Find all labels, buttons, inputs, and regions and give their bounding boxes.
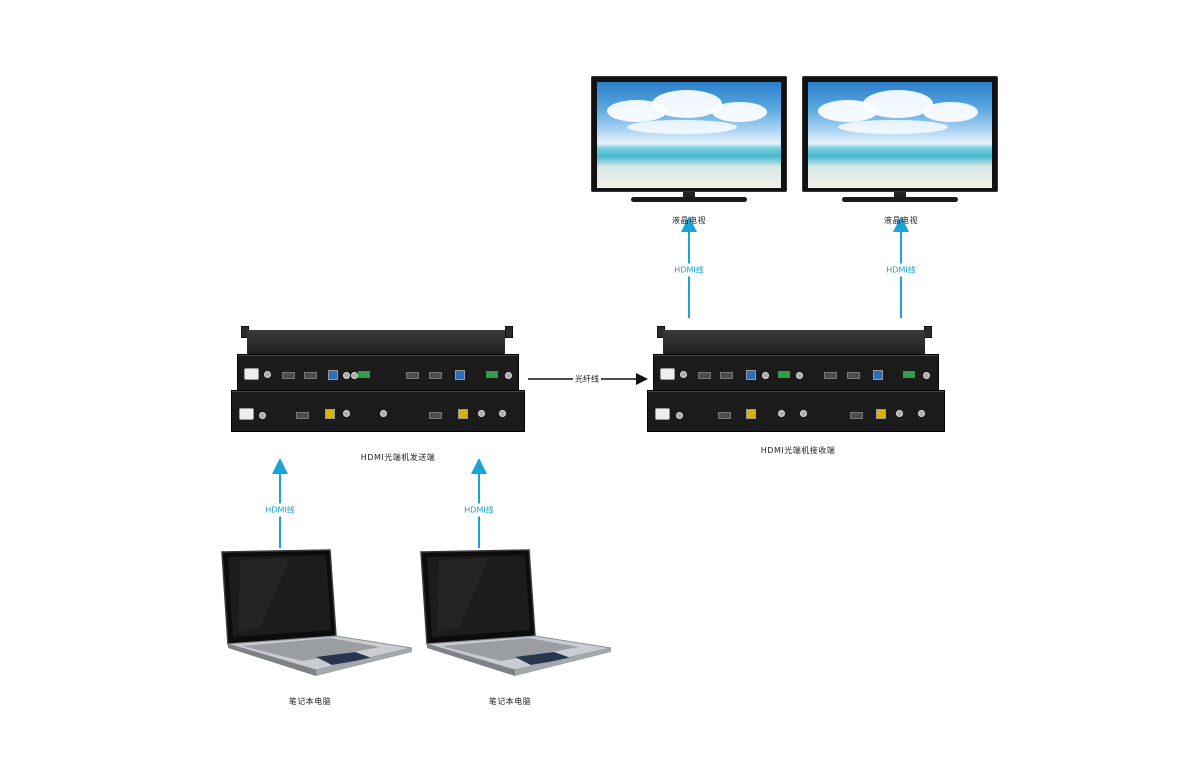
receiver-label: HDMI光端机接收端: [760, 446, 836, 455]
laptop-icon-left: [221, 549, 413, 676]
hdmi-cable-label-laptop-right: HDMI线: [464, 503, 494, 517]
tv-icon-left: [591, 76, 787, 206]
hdmi-cable-label-tv-right: HDMI线: [886, 263, 916, 277]
hdmi-cable-label-tv-left: HDMI线: [674, 263, 704, 277]
laptop-icon-right: [420, 549, 612, 676]
tv-right-label: 液晶电视: [884, 216, 918, 225]
laptop-left-label: 笔记本电脑: [288, 697, 332, 706]
fiber-cable-label: 光纤线: [573, 373, 601, 385]
tv-icon-right: [802, 76, 998, 206]
laptop-right-label: 笔记本电脑: [488, 697, 532, 706]
tv-left-label: 液晶电视: [672, 216, 706, 225]
sender-label: HDMI光端机发送端: [360, 453, 436, 462]
hdmi-cable-label-laptop-left: HDMI线: [265, 503, 295, 517]
